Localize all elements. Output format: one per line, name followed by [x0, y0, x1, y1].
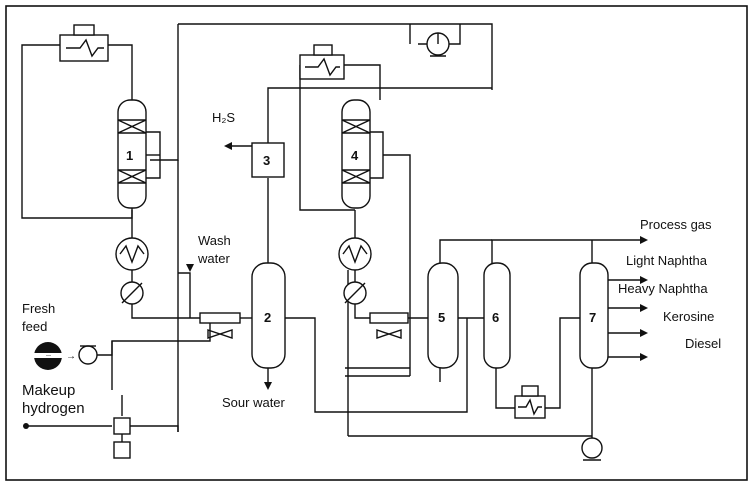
- unit-label-2: 2: [264, 310, 271, 325]
- unit-label-1: 1: [126, 148, 133, 163]
- unit-3: 3: [251, 142, 285, 178]
- heater-1: [59, 24, 109, 62]
- product-light-naphtha: Light Naphtha: [626, 253, 708, 268]
- product-process-gas: Process gas: [640, 217, 712, 232]
- unit-label-7: 7: [589, 310, 596, 325]
- column-6: 6: [483, 262, 511, 369]
- cooler-2: [343, 281, 367, 305]
- wash-water-label-line1: Wash: [198, 233, 231, 248]
- wash-water-arrow: [186, 264, 194, 272]
- makeup-compressor: [23, 417, 131, 459]
- makeup-hydrogen-label-line1: Makeup: [22, 382, 75, 399]
- reactor-1: 1: [117, 99, 147, 209]
- feed-pump: [78, 345, 98, 365]
- logo-arrow: →: [66, 351, 76, 362]
- diesel-arrow: [640, 353, 648, 361]
- fresh-feed-label-line2: feed: [22, 319, 47, 334]
- reactor-4: 4: [341, 99, 371, 209]
- sour-water-label: Sour water: [222, 395, 286, 410]
- bottoms-pump: [581, 437, 603, 461]
- kerosine-arrow: [640, 329, 648, 337]
- makeup-hydrogen-label-line2: hydrogen: [22, 400, 85, 417]
- reboiler-heater: [514, 385, 546, 419]
- process-gas-arrow: [640, 236, 648, 244]
- product-heavy-naphtha: Heavy Naphtha: [618, 281, 708, 296]
- logo-text: —: [46, 353, 51, 359]
- unit-label-6: 6: [492, 310, 499, 325]
- light-naphtha-arrow: [640, 276, 648, 284]
- heavy-naphtha-arrow: [640, 304, 648, 312]
- fresh-feed-label-line1: Fresh: [22, 301, 55, 316]
- separator-2: 2: [251, 262, 286, 369]
- diagram-frame: [5, 5, 748, 481]
- recycle-compressor: [426, 32, 450, 57]
- h2s-arrow: [224, 142, 232, 150]
- unit-label-5: 5: [438, 310, 445, 325]
- heater-2: [299, 44, 345, 80]
- product-diesel: Diesel: [685, 336, 721, 351]
- cooler-1: [120, 281, 144, 305]
- h2s-label: H₂S: [212, 110, 235, 125]
- sour-water-arrow: [264, 382, 272, 390]
- unit-label-4: 4: [351, 148, 359, 163]
- product-kerosine: Kerosine: [663, 309, 714, 324]
- air-cooler-1: [199, 312, 241, 339]
- heat-exchanger-1: [115, 237, 149, 271]
- heat-exchanger-2: [338, 237, 372, 271]
- column-5: 5: [427, 262, 459, 369]
- air-cooler-2: [369, 312, 409, 339]
- fresh-feed-logo: — →: [34, 342, 76, 370]
- column-7: 7: [579, 262, 609, 369]
- unit-label-3: 3: [263, 153, 270, 168]
- flow-arrows: [186, 142, 648, 390]
- piping: [21, 23, 640, 440]
- wash-water-label-line2: water: [197, 251, 230, 266]
